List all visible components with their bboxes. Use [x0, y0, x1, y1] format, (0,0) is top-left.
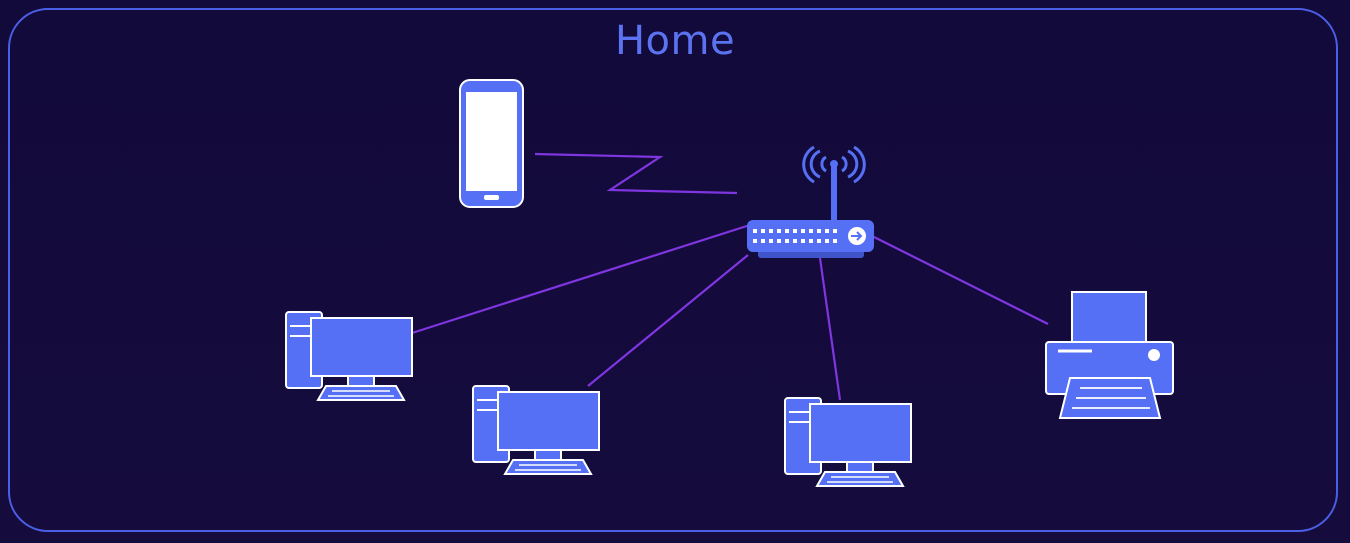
link-desktop-3-router	[818, 257, 842, 401]
smartphone-icon	[459, 79, 524, 208]
home-network-boundary	[8, 8, 1338, 532]
diagram-title: Home	[614, 18, 736, 64]
link-smartphone-router-wireless	[534, 152, 738, 195]
links	[411, 152, 1049, 401]
printer-icon	[1045, 291, 1174, 419]
wifi-router-icon	[747, 145, 874, 258]
link-desktop-1-router	[411, 223, 751, 335]
desktop-computer-icon	[472, 385, 600, 475]
link-printer-router	[871, 235, 1049, 325]
wifi-signal-icon	[802, 145, 866, 184]
desktop-computer-icon	[784, 397, 912, 487]
link-desktop-2-router	[587, 254, 749, 387]
desktop-computer-icon	[285, 311, 413, 401]
router-port-leds	[753, 229, 837, 243]
